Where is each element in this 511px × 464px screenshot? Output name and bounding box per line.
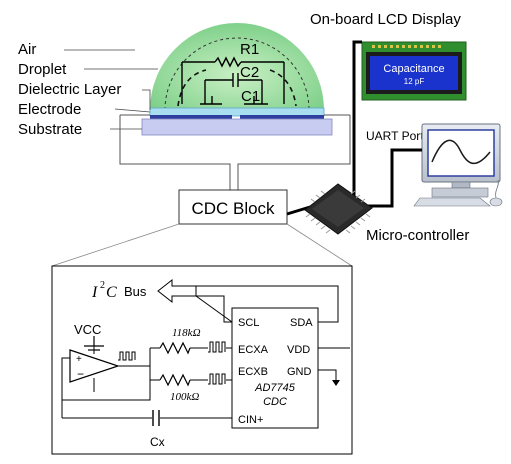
lcd-line-1: Capacitance [383,63,444,75]
mouse-cable [495,179,499,199]
pin-vdd: VDD [287,344,310,356]
pin-ecxb: ECXB [238,366,268,378]
computer-base [431,187,489,198]
mcu-pins [305,190,371,234]
resistor-r1-symbol [214,56,242,68]
inner-dashed-arc-left [177,69,207,107]
lcd-title: On-board LCD Display [310,11,461,28]
pin-gnd: GND [287,366,312,378]
zoom-line-left [51,223,180,267]
pin-ecxa: ECXA [238,344,269,356]
label-dielectric-layer: Dielectric Layer [18,81,121,98]
label-vcc: VCC [74,322,101,337]
chip-name: AD7745 [254,382,296,394]
microcontroller-label: Micro-controller [366,227,469,244]
monitor-curve [431,139,491,165]
label-substrate: Substrate [18,121,82,138]
lcd-line-2: 12 pF [404,77,425,86]
label-c1: C1 [241,88,260,105]
vcc-symbol [84,336,104,351]
zoom-line-right [286,223,353,267]
i2c-c: C [106,284,117,301]
lcd-wire [352,40,362,196]
cdc-to-mcu-wire [286,205,311,216]
pin-cin: CIN+ [238,414,263,426]
op-amp-plus: + [76,354,82,365]
mcu-top [312,190,364,227]
schematic-wires [61,285,350,419]
keyboard [413,197,491,207]
uart-wire [360,148,422,208]
chip-type: CDC [263,396,287,408]
lcd-screen [370,56,458,90]
monitor-stand [451,181,471,189]
label-cx: Cx [150,435,165,449]
electrode-right-wire [237,115,351,190]
op-amp-minus: − [77,367,84,381]
pin-sda: SDA [290,317,313,329]
label-uart-port: UART Port [366,129,424,143]
label-118k: 118kΩ [172,327,201,339]
label-c2: C2 [240,64,259,81]
sensor-cross-section [64,23,351,190]
cx-capacitor [152,410,160,426]
substrate-layer [141,118,333,136]
pulse-ecxb [208,373,226,385]
label-droplet: Droplet [18,61,67,78]
electrode-left-wire [119,115,231,190]
pulse-ecxa [208,341,226,353]
i2c-superscript: 2 [100,280,105,291]
pin-scl: SCL [238,317,259,329]
electrode-left [150,115,232,120]
resistor-100k [159,373,191,387]
ad7745-chip [231,307,319,429]
label-100k: 100kΩ [170,391,199,403]
i2c-prefix: I [91,284,98,301]
microcontroller-chip [304,183,373,235]
computer-icon [413,123,503,207]
inner-dashed-arc-right [269,69,297,107]
label-air: Air [18,41,36,58]
mouse [489,197,503,207]
cdc-block-label: CDC Block [191,199,275,218]
lcd-header-pins [372,45,441,48]
op-amp [69,349,120,383]
i2c-bus-label: I 2 C Bus [91,280,147,301]
dielectric-layer [149,107,325,117]
resistor-118k [159,341,191,355]
electrode-right [240,115,324,120]
equivalent-circuit [181,56,285,105]
i2c-bus-word: Bus [124,284,147,299]
gnd-arrow-icon [332,380,340,386]
lcd-module: Capacitance 12 pF [361,41,467,101]
double-layer-arc [164,37,310,111]
droplet-shape [150,23,324,110]
label-r1: R1 [240,41,259,58]
label-leaders [64,49,158,130]
label-electrode: Electrode [18,101,81,118]
cdc-block-box [178,189,288,225]
pulse-opamp-out [118,351,136,361]
i2c-bus-arrow [157,278,197,304]
